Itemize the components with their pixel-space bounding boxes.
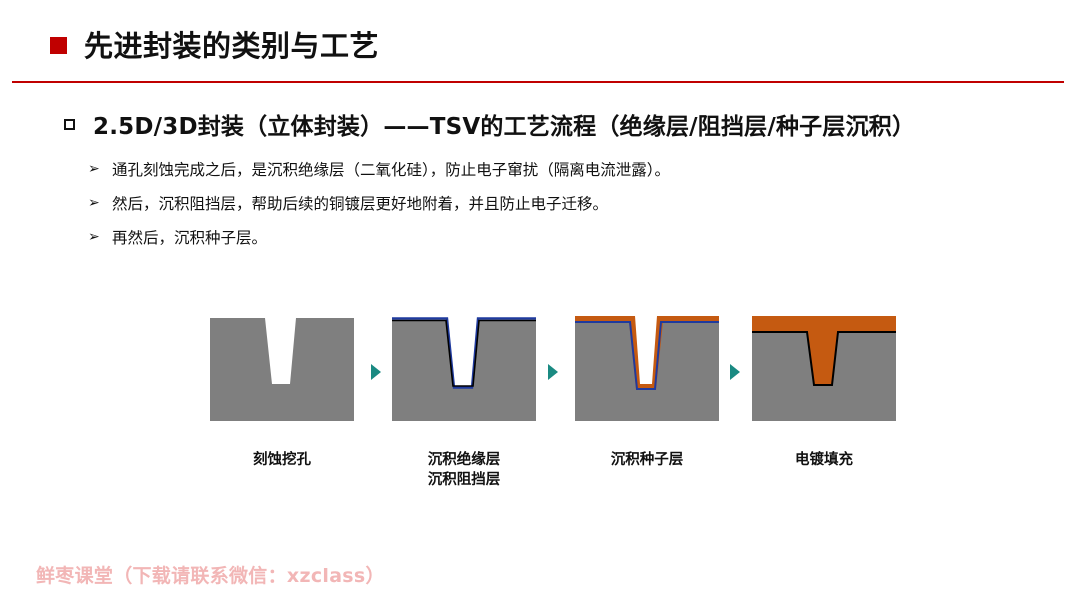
section-heading: 2.5D/3D封装（立体封装）——TSV的工艺流程（绝缘层/阻挡层/种子层沉积） — [64, 106, 915, 142]
step-caption: 沉积种子层 — [610, 452, 684, 468]
list-item: ➢ 然后，沉积阻挡层，帮助后续的铜镀层更好地附着，并且防止电子迁移。 — [88, 186, 670, 220]
silicon-substrate-shape — [392, 320, 536, 421]
tsv-process-diagram: 刻蚀挖孔 沉积绝缘层 沉积阻挡层 沉积种子层 电镀填充 — [0, 300, 1080, 500]
list-item: ➢ 再然后，沉积种子层。 — [88, 220, 670, 254]
copper-fill-shape — [752, 316, 896, 384]
step-arrow-icon — [371, 364, 381, 380]
list-item-text: 再然后，沉积种子层。 — [112, 229, 268, 247]
step-arrow-icon — [730, 364, 740, 380]
section-heading-text: 2.5D/3D封装（立体封装）——TSV的工艺流程（绝缘层/阻挡层/种子层沉积） — [93, 114, 916, 140]
list-item-text: 通孔刻蚀完成之后，是沉积绝缘层（二氧化硅），防止电子窜扰（隔离电流泄露）。 — [112, 161, 671, 179]
list-item: ➢ 通孔刻蚀完成之后，是沉积绝缘层（二氧化硅），防止电子窜扰（隔离电流泄露）。 — [88, 152, 670, 186]
panel-etched-via — [210, 315, 354, 421]
title-marker-icon — [50, 37, 67, 54]
step-caption: 电镀填充 — [795, 452, 853, 468]
bullet-list: ➢ 通孔刻蚀完成之后，是沉积绝缘层（二氧化硅），防止电子窜扰（隔离电流泄露）。 … — [88, 152, 670, 254]
step-caption: 刻蚀挖孔 — [253, 452, 311, 468]
list-item-text: 然后，沉积阻挡层，帮助后续的铜镀层更好地附着，并且防止电子迁移。 — [112, 195, 609, 213]
barrier-layer-line — [392, 317, 536, 389]
arrow-bullet-icon: ➢ — [88, 161, 100, 177]
step-caption: 沉积绝缘层 沉积阻挡层 — [427, 452, 501, 488]
step-arrow-icon — [548, 364, 558, 380]
arrow-bullet-icon: ➢ — [88, 229, 100, 245]
panel-seed-layer — [575, 315, 719, 421]
panel-electroplating-fill — [752, 315, 896, 421]
page-title: 先进封装的类别与工艺 — [84, 29, 380, 63]
barrier-layer-line — [752, 331, 896, 386]
silicon-substrate-shape — [210, 318, 354, 421]
insulator-layer-line — [392, 319, 536, 387]
title-divider — [12, 81, 1064, 83]
hollow-square-bullet-icon — [64, 118, 75, 130]
title-bar: 先进封装的类别与工艺 — [0, 0, 1080, 86]
barrier-layer-line — [575, 321, 719, 390]
watermark: 鲜枣课堂（下载请联系微信：xzclass） — [36, 565, 385, 587]
panel-insulator-barrier — [392, 315, 536, 421]
silicon-substrate-shape — [752, 333, 896, 421]
silicon-substrate-shape — [575, 322, 719, 421]
arrow-bullet-icon: ➢ — [88, 195, 100, 211]
